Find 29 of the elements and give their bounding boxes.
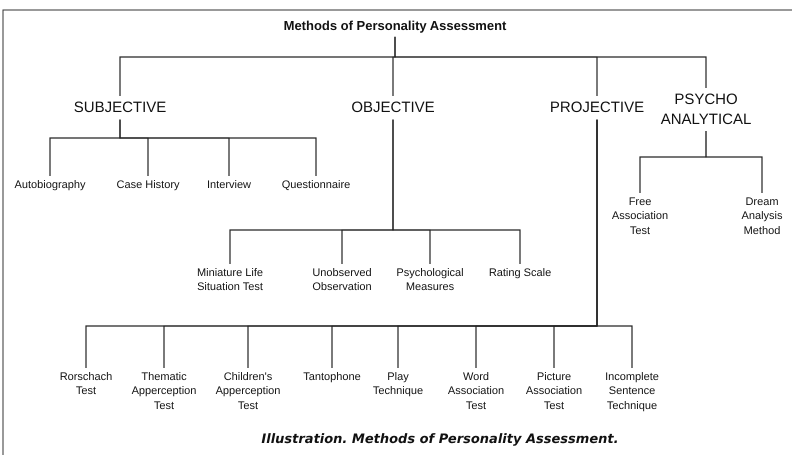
method-label: Autobiography	[14, 178, 86, 192]
method-label: Unobserved Observation	[311, 266, 373, 295]
category-label: SUBJECTIVE	[72, 98, 168, 118]
method-label: Thematic Apperception Test	[130, 370, 198, 413]
method-label: Word Association Test	[446, 370, 506, 413]
method-label: Questionnaire	[280, 178, 352, 192]
method-label: Play Technique	[372, 370, 424, 399]
category-label: OBJECTIVE	[350, 98, 436, 118]
tree-connector	[392, 120, 521, 264]
category-label: PSYCHO ANALYTICAL	[660, 90, 752, 129]
method-label: Children's Apperception Test	[214, 370, 282, 413]
tree-connector	[394, 36, 707, 88]
method-label: Case History	[116, 178, 180, 192]
method-label: Free Association Test	[610, 195, 670, 238]
method-label: Dream Analysis Method	[740, 195, 784, 238]
method-label: Tantophone	[302, 370, 362, 384]
method-label: Interview	[206, 178, 252, 192]
method-label: Incomplete Sentence Technique	[604, 370, 660, 413]
root-node-label: Methods of Personality Assessment	[282, 18, 508, 35]
method-label: Rorschach Test	[58, 370, 114, 399]
tree-connector	[119, 120, 317, 176]
tree-connector	[705, 131, 763, 193]
method-label: Picture Association Test	[524, 370, 584, 413]
method-label: Psychological Measures	[395, 266, 465, 295]
category-label: PROJECTIVE	[548, 98, 646, 118]
method-label: Miniature Life Situation Test	[196, 266, 264, 295]
method-label: Rating Scale	[488, 266, 552, 280]
tree-connector	[596, 120, 633, 368]
figure-caption: Illustration. Methods of Personality Assessment.	[261, 432, 619, 447]
